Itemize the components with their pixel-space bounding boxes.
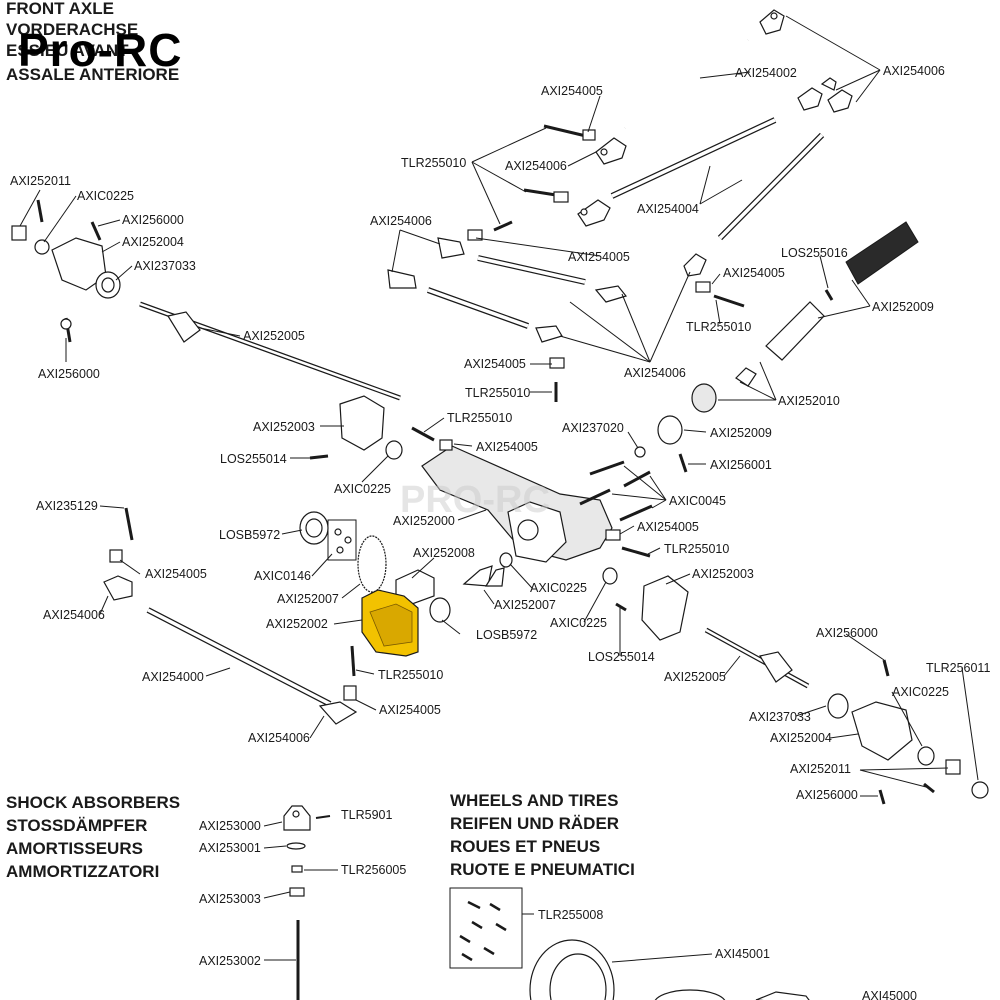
part-label: AXIC0225 (550, 616, 607, 630)
part-label: AXI254005 (464, 357, 526, 371)
part-label: AXI252002 (266, 617, 328, 631)
part-label: AXI254002 (735, 66, 797, 80)
front-axle-header: FRONT AXLE VORDERACHSE ESSIEU AVANT ASSA… (6, 0, 179, 84)
part-label: AXI254006 (624, 366, 686, 380)
header-line-1: FRONT AXLE (6, 0, 114, 18)
header-line-3: ESSIEU AVANT (6, 41, 129, 60)
part-label: AXI254005 (379, 703, 441, 717)
part-labels: AXI254002 AXI254006 AXI254005 TLR255010 … (10, 64, 990, 1000)
part-label: AXI252011 (790, 762, 851, 776)
part-label: TLR255010 (447, 411, 512, 425)
part-label: AXI253000 (199, 819, 261, 833)
header-line-4: ASSALE ANTERIORE (6, 65, 179, 84)
part-label: TLR5901 (341, 808, 392, 822)
part-label: AXI235129 (36, 499, 98, 513)
part-label: AXI252008 (413, 546, 475, 560)
part-label: AXI254004 (637, 202, 699, 216)
part-label: TLR256005 (341, 863, 406, 877)
part-label: AXI252007 (277, 592, 339, 606)
part-label: AXI254005 (476, 440, 538, 454)
part-label: AXI256000 (38, 367, 100, 381)
wheels-header-line-1: WHEELS AND TIRES (450, 791, 618, 810)
part-label: TLR255010 (465, 386, 530, 400)
part-label: AXI237033 (134, 259, 196, 273)
part-label: TLR255010 (378, 668, 443, 682)
part-label: AXI254005 (568, 250, 630, 264)
part-label: AXI237033 (749, 710, 811, 724)
part-label: AXI254005 (723, 266, 785, 280)
right-knuckle-drawing (641, 575, 989, 805)
part-label: AXI254005 (145, 567, 207, 581)
part-label: TLR255010 (686, 320, 751, 334)
part-label: AXI254005 (637, 520, 699, 534)
part-label: AXI254006 (370, 214, 432, 228)
shock-header-line-1: SHOCK ABSORBERS (6, 793, 180, 812)
part-label: AXIC0225 (892, 685, 949, 699)
part-label: AXI253001 (199, 841, 261, 855)
part-label: TLR255010 (401, 156, 466, 170)
part-label: AXI254006 (505, 159, 567, 173)
header-line-2: VORDERACHSE (6, 20, 138, 39)
part-label: AXI252004 (770, 731, 832, 745)
part-label: TLR255010 (664, 542, 729, 556)
part-label: AXIC0225 (334, 482, 391, 496)
part-label: AXI252011 (10, 174, 71, 188)
part-label: AXI252005 (243, 329, 305, 343)
part-label: AXI252003 (253, 420, 315, 434)
part-label: AXI254005 (541, 84, 603, 98)
part-label: AXIC0225 (530, 581, 587, 595)
part-label: LOS255016 (781, 246, 848, 260)
part-label: AXI237020 (562, 421, 624, 435)
part-label: LOSB5972 (219, 528, 280, 542)
part-label: AXI252007 (494, 598, 556, 612)
brand-watermark: Pro-RC (18, 24, 182, 76)
shock-absorbers-header: SHOCK ABSORBERS STOSSDÄMPFER AMORTISSEUR… (6, 793, 180, 881)
part-label: AXI256001 (710, 458, 772, 472)
part-label: AXI254006 (43, 608, 105, 622)
part-label: AXI256000 (796, 788, 858, 802)
wheels-header-line-3: ROUES ET PNEUS (450, 837, 600, 856)
part-label: AXI252004 (122, 235, 184, 249)
part-label: TLR255008 (538, 908, 603, 922)
left-knuckle-drawing (11, 199, 401, 401)
shock-header-line-4: AMMORTIZZATORI (6, 862, 159, 881)
wheels-header-line-2: REIFEN UND RÄDER (450, 814, 619, 833)
shock-parts-drawing (283, 805, 331, 1000)
wheel-parts-drawing (449, 887, 810, 1000)
part-label: AXI252003 (692, 567, 754, 581)
part-label: LOSB5972 (476, 628, 537, 642)
part-label: AXI45000 (862, 989, 917, 1000)
part-label: AXI252009 (872, 300, 934, 314)
center-housing-drawing (309, 221, 919, 563)
lower-link-drawing (103, 507, 358, 725)
part-label: AXI253003 (199, 892, 261, 906)
part-label: AXI253002 (199, 954, 261, 968)
shock-header-line-2: STOSSDÄMPFER (6, 816, 147, 835)
part-label: AXI256000 (122, 213, 184, 227)
part-label: LOS255014 (220, 452, 287, 466)
diff-cover-highlight (350, 589, 419, 677)
center-watermark: PRO-RC (400, 479, 550, 521)
shock-header-line-3: AMORTISSEURS (6, 839, 143, 858)
part-label: AXIC0045 (669, 494, 726, 508)
wheels-tires-header: WHEELS AND TIRES REIFEN UND RÄDER ROUES … (450, 791, 635, 879)
part-label: AXI256000 (816, 626, 878, 640)
part-label: LOS255014 (588, 650, 655, 664)
wheels-header-line-4: RUOTE E PNEUMATICI (450, 860, 635, 879)
leader-lines (19, 15, 979, 963)
part-label: TLR256011 (926, 661, 990, 675)
part-label: AXI254006 (248, 731, 310, 745)
part-label: AXI254006 (883, 64, 945, 78)
part-label: AXI254000 (142, 670, 204, 684)
part-label: AXI252009 (710, 426, 772, 440)
part-label: AXIC0225 (77, 189, 134, 203)
part-label: AXI45001 (715, 947, 770, 961)
upper-links-drawing (387, 9, 853, 343)
part-label: AXI252005 (664, 670, 726, 684)
part-label: AXIC0146 (254, 569, 311, 583)
part-label: AXI252000 (393, 514, 455, 528)
part-label: AXI252010 (778, 394, 840, 408)
gear-set-drawing (299, 511, 627, 623)
